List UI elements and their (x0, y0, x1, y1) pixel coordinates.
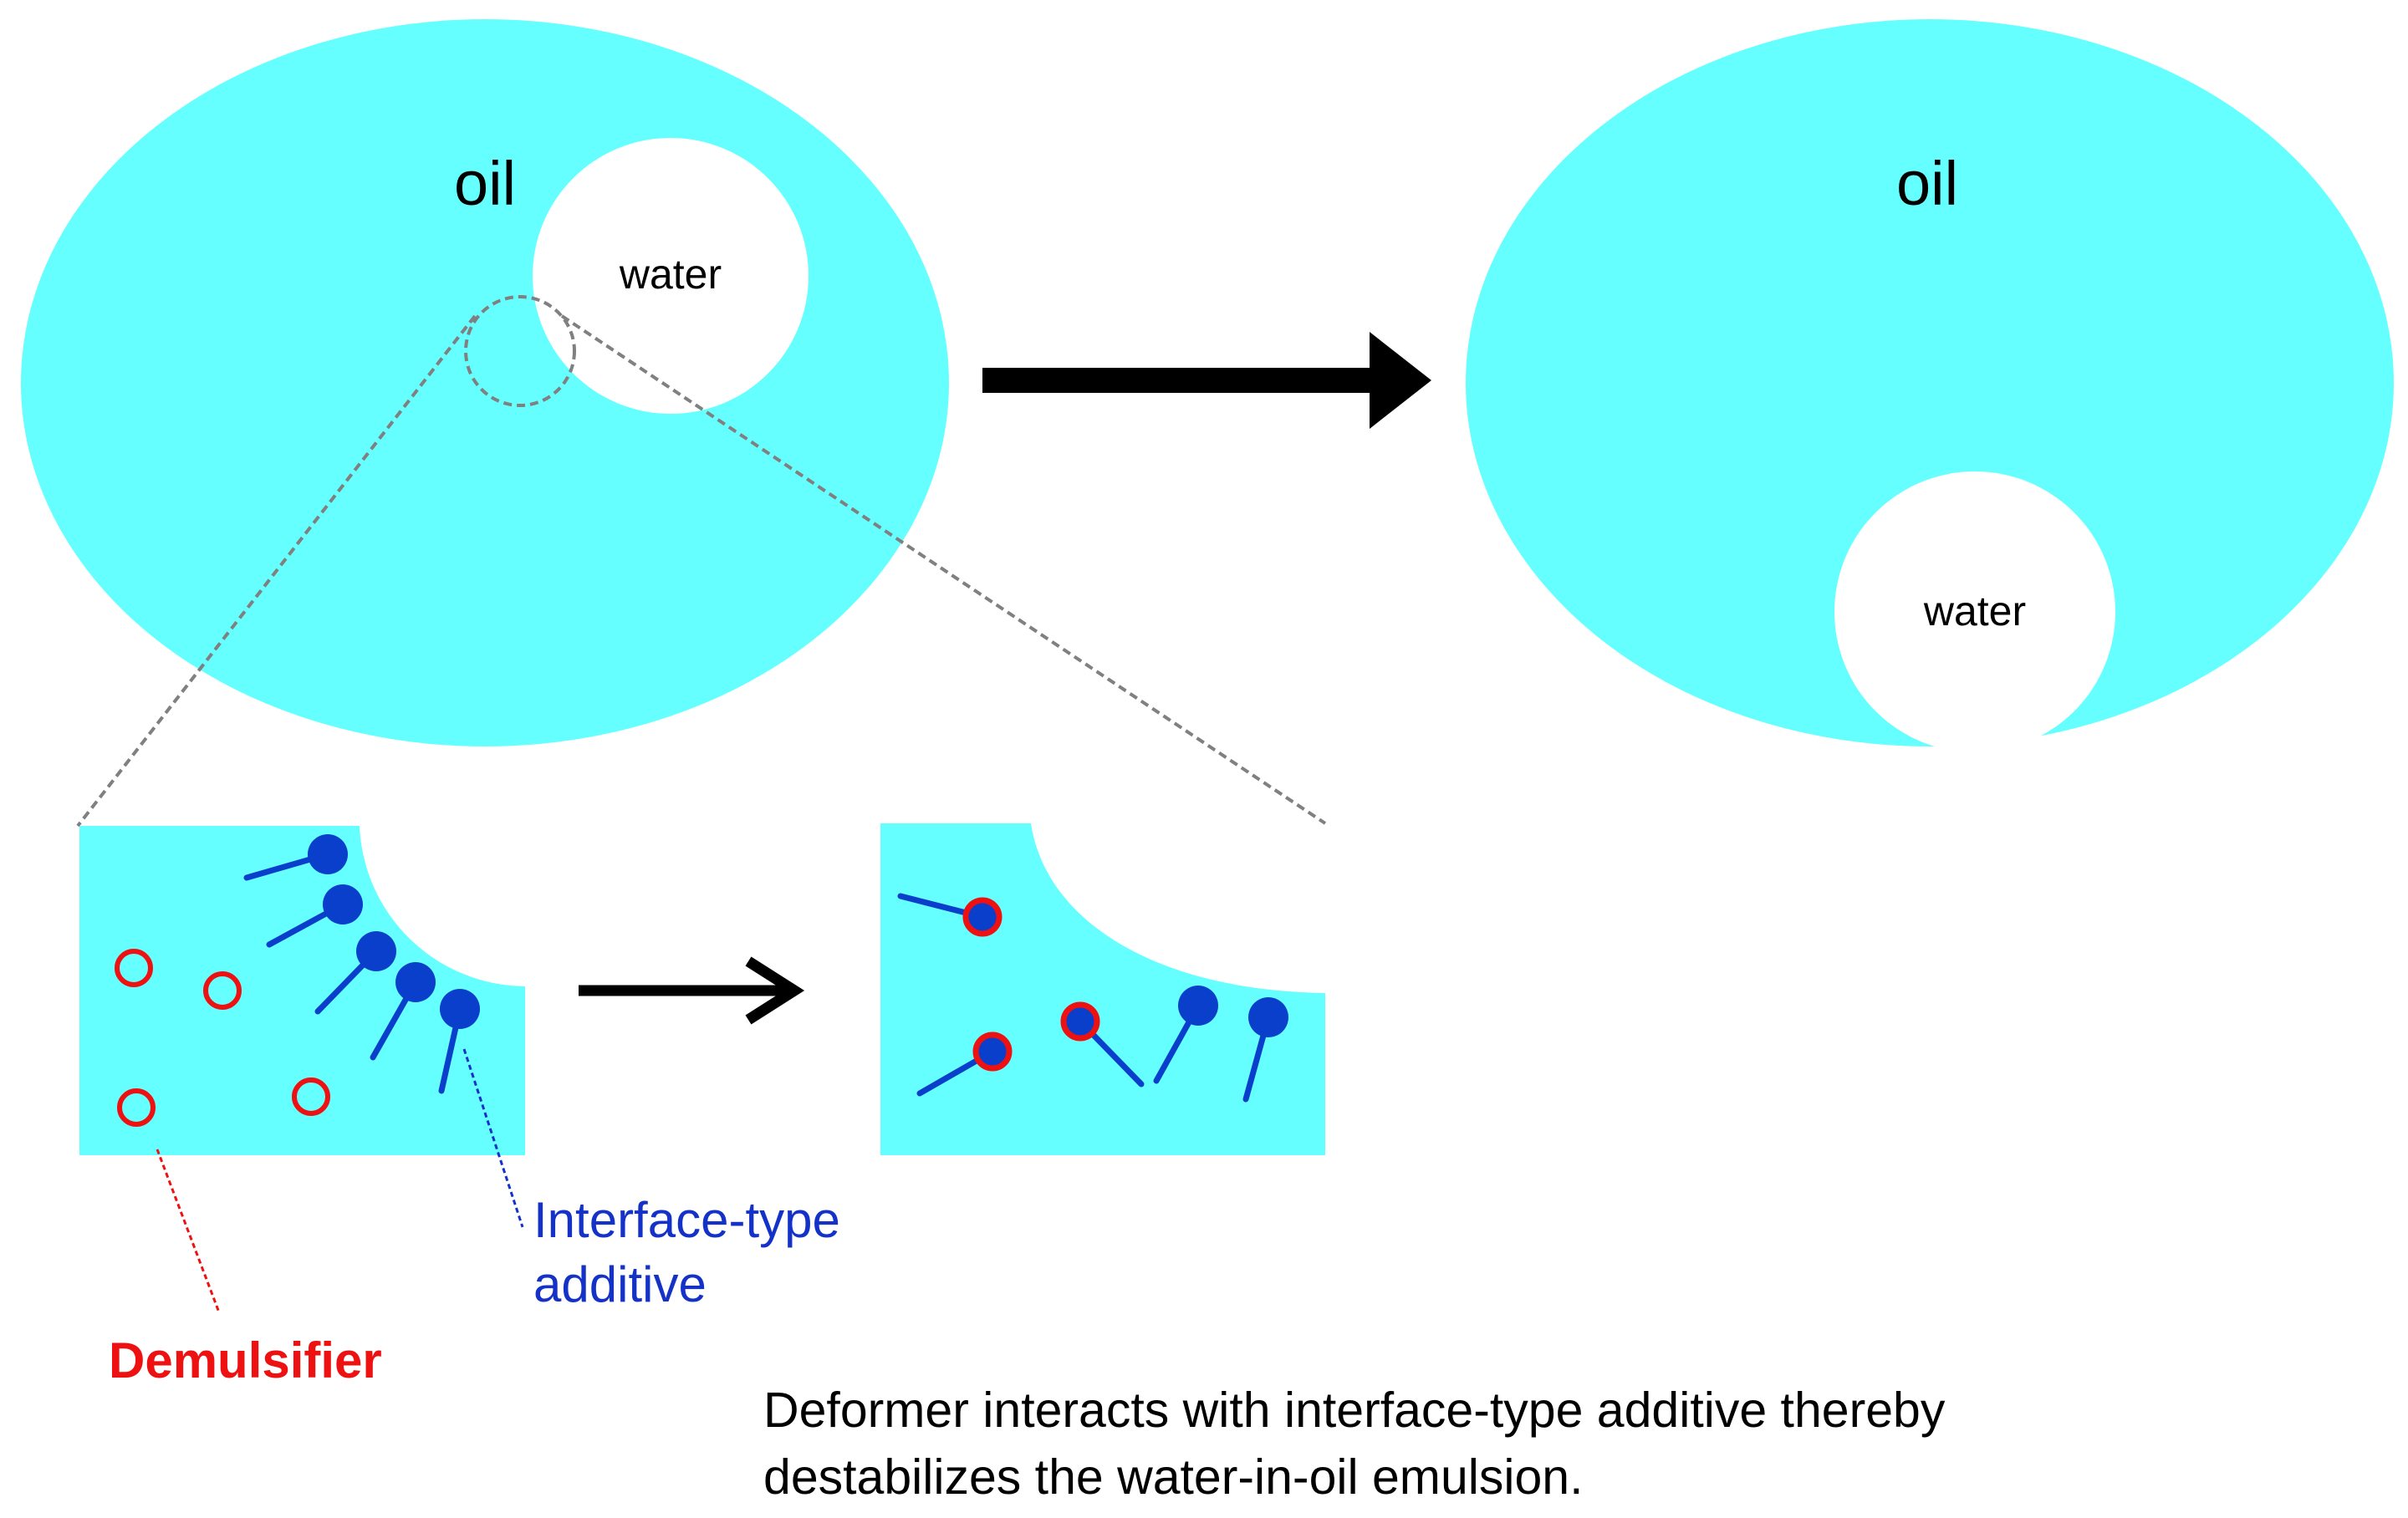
oil-region-left (21, 19, 949, 746)
demulsifier-ring (115, 949, 153, 987)
surfactant-head (356, 931, 396, 971)
zoom-line-left (76, 314, 477, 828)
surfactant-head (440, 989, 480, 1029)
interface-patch-after (880, 823, 1325, 1155)
interface-leader-line (462, 1048, 524, 1228)
caption-line1: Deformer interacts with interface-type a… (763, 1383, 1946, 1438)
interface-additive-label-line2: additive (533, 1256, 707, 1312)
zoom-line-right (560, 314, 1327, 825)
demulsifier-ring (117, 1088, 156, 1127)
demulsifier-ring (203, 971, 242, 1010)
surfactant-head (1178, 986, 1218, 1026)
zoom-panel-after (880, 823, 1325, 1155)
small-arrow (579, 956, 805, 1025)
water-label-left: water (619, 251, 722, 298)
surfactant-heads-after (1178, 986, 1288, 1037)
demulsifier-label: Demulsifier (109, 1332, 382, 1388)
complexed-head (972, 1032, 1013, 1072)
right-emulsion (1466, 19, 2394, 746)
water-label-right: water (1923, 588, 2026, 634)
surfactant-heads-before (308, 834, 480, 1029)
big-arrow (982, 332, 1431, 429)
complexed-head (1060, 1001, 1100, 1042)
zoom-panel-before (79, 826, 525, 1155)
surfactant-head (395, 962, 436, 1002)
left-emulsion (21, 19, 949, 746)
complexed-head (962, 897, 1002, 937)
surfactant-head (1248, 997, 1288, 1037)
zoom-circle (464, 295, 576, 407)
caption-line2: destabilizes the water-in-oil emulsion. (763, 1449, 1584, 1505)
demulsifier-ring (292, 1077, 330, 1116)
interface-additive-label-line1: Interface-type (533, 1192, 840, 1248)
demulsifier-leader-line (156, 1149, 221, 1313)
complexed-heads-after (962, 897, 1100, 1072)
demulsifier-molecules-before (115, 949, 330, 1127)
oil-label-right: oil (1896, 149, 1958, 218)
surfactant-head (308, 834, 348, 874)
surfactant-head (323, 884, 363, 925)
interface-patch-before (79, 826, 525, 1155)
oil-region-right (1466, 19, 2394, 746)
oil-label-left: oil (454, 149, 516, 218)
